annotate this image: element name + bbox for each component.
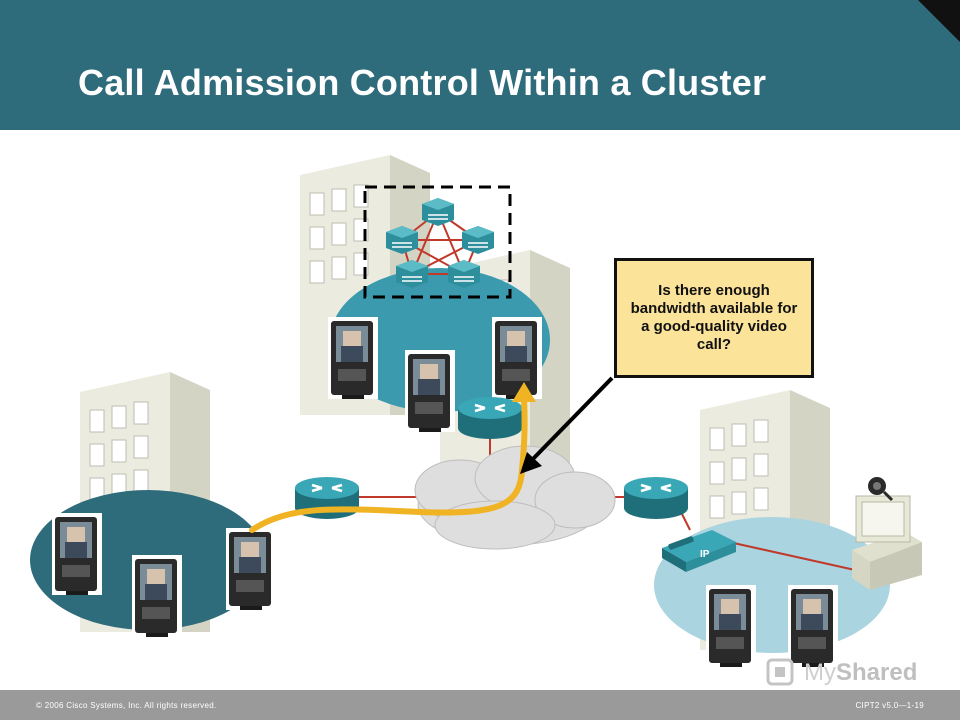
- callout-pointer: [528, 376, 614, 464]
- switch-icon: [461, 225, 495, 255]
- footer-course-code: CIPT2 v5.0—1-19: [855, 701, 924, 710]
- svg-text:IP: IP: [700, 549, 710, 560]
- video-phone-icon: [226, 528, 276, 610]
- lan-link: [719, 539, 856, 571]
- network-diagram: IP: [30, 154, 922, 667]
- slide-title: Call Admission Control Within a Cluster: [78, 62, 767, 103]
- cluster-boundary: [363, 185, 512, 299]
- switch-icon: [447, 259, 481, 289]
- watermark-logo-icon: [766, 658, 794, 686]
- video-call-path: [249, 395, 528, 533]
- video-phone-icon: [328, 317, 378, 399]
- video-phone-icon: [788, 585, 838, 667]
- footer-copyright: © 2006 Cisco Systems, Inc. All rights re…: [36, 701, 217, 710]
- router-icon: [622, 475, 690, 521]
- callout-box: Is there enough bandwidth available for …: [614, 258, 814, 378]
- watermark-text: MyShared: [804, 659, 918, 686]
- slide-header: Call Admission Control Within a Cluster: [0, 0, 960, 130]
- router-icon: [456, 395, 524, 441]
- slide-footer: © 2006 Cisco Systems, Inc. All rights re…: [0, 690, 960, 720]
- wan-cloud-icon: [414, 445, 616, 550]
- video-phone-icon: [405, 350, 455, 432]
- pc-with-camera-icon: [852, 477, 922, 590]
- watermark: MyShared: [764, 656, 917, 690]
- video-phone-icon: [132, 555, 182, 637]
- video-call-arrowhead: [512, 382, 536, 402]
- header-corner-mark: [918, 0, 960, 42]
- callout-arrowhead: [520, 452, 542, 474]
- video-phone-icon: [52, 513, 102, 595]
- video-phone-icon: [492, 317, 542, 399]
- video-phone-icon: [706, 585, 756, 667]
- switch-icon: [395, 259, 429, 289]
- ip-phone-icon: IP: [662, 530, 736, 572]
